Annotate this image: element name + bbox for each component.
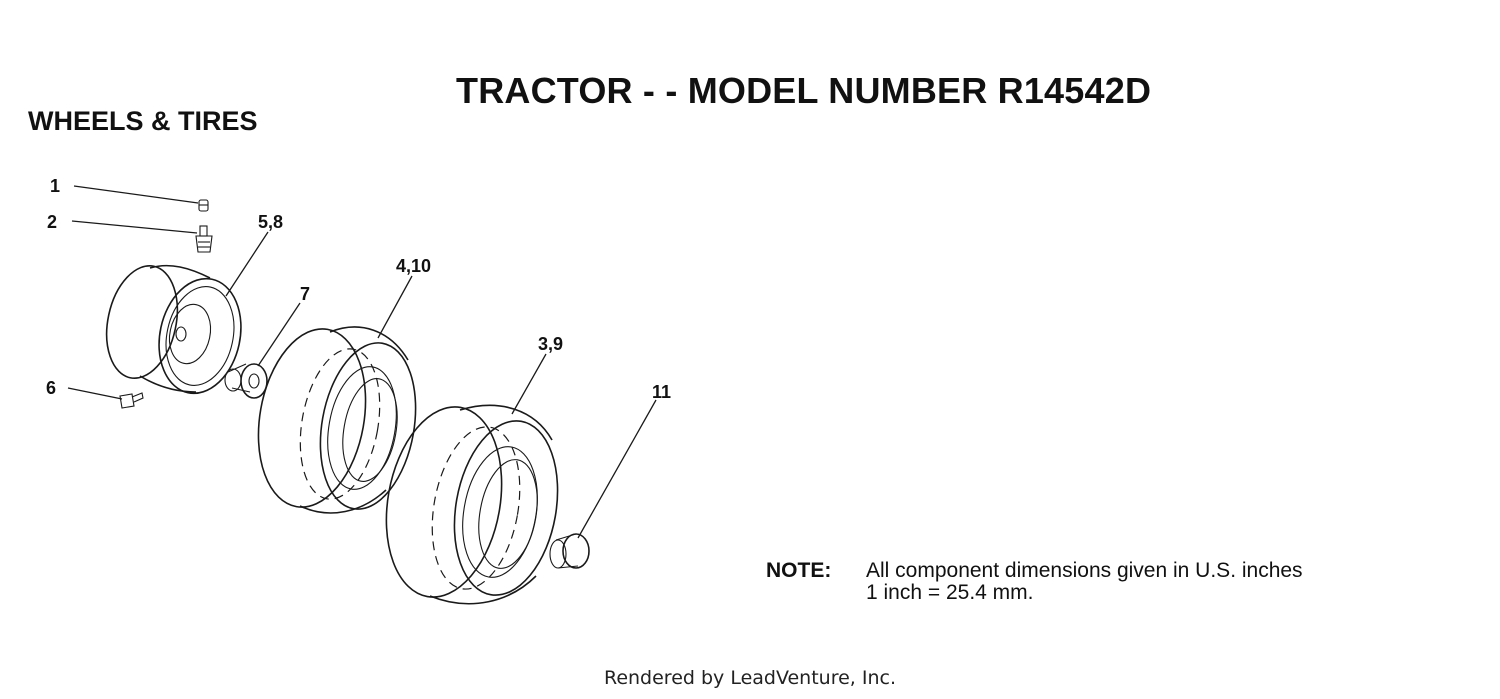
callout-2: 2 xyxy=(47,212,57,232)
callout-3-9: 3,9 xyxy=(538,334,563,354)
part-tire-rear xyxy=(385,404,559,605)
part-wheel-rim xyxy=(105,264,242,395)
callout-1: 1 xyxy=(50,176,60,196)
callout-5-8: 5,8 xyxy=(258,212,283,232)
rendered-by-footer: Rendered by LeadVenture, Inc. xyxy=(603,667,897,689)
leader-line-11 xyxy=(577,399,657,539)
note-line-1: All component dimensions given in U.S. i… xyxy=(866,559,1303,582)
part-valve-cap xyxy=(198,199,209,212)
leader-line-7 xyxy=(257,302,301,367)
note-line-2: 1 inch = 25.4 mm. xyxy=(866,581,1034,604)
leader-line-2 xyxy=(71,220,198,234)
leader-line-3-9 xyxy=(511,353,547,415)
leader-line-6 xyxy=(67,387,123,400)
callout-6: 6 xyxy=(46,378,56,398)
dimensions-note: NOTE: All component dimensions given in U… xyxy=(766,560,1303,604)
part-valve-stem xyxy=(195,225,213,253)
leader-line-1 xyxy=(73,185,199,204)
part-tire-front xyxy=(257,326,417,514)
part-hub-bushing xyxy=(549,533,590,569)
leader-line-5-8 xyxy=(225,231,269,297)
callout-11: 11 xyxy=(652,382,671,402)
callout-4-10: 4,10 xyxy=(396,256,431,276)
part-bushing xyxy=(224,363,268,399)
note-body: All component dimensions given in U.S. i… xyxy=(866,560,1303,604)
callout-7: 7 xyxy=(300,284,310,304)
page-title: TRACTOR - - MODEL NUMBER R14542D xyxy=(456,70,1152,111)
part-lug-bolt xyxy=(119,392,144,409)
leader-line-4-10 xyxy=(377,275,413,339)
note-label: NOTE: xyxy=(766,559,832,582)
section-title: WHEELS & TIRES xyxy=(28,106,258,136)
